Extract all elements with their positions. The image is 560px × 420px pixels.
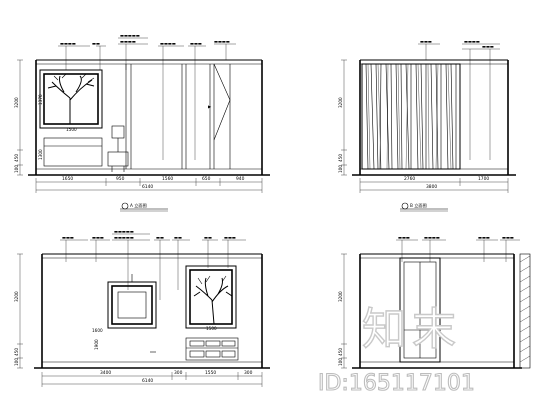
dim-width: 2760	[404, 176, 415, 182]
watermark-logo: 知末	[362, 304, 462, 355]
dim-height: 3200	[338, 291, 343, 302]
dim-width: 300	[244, 370, 253, 376]
dim-height: 450	[14, 348, 19, 356]
svg-text:▬▬▬▬: ▬▬▬▬	[214, 39, 230, 44]
dim-width: 940	[236, 176, 245, 182]
leader-labels: ▬▬▬ ▬▬▬▬ ▬▬▬	[418, 39, 500, 160]
svg-text:▬▬▬▬: ▬▬▬▬	[160, 41, 176, 46]
svg-text:▬▬▬▬: ▬▬▬▬	[60, 41, 76, 46]
svg-text:▬▬: ▬▬	[174, 235, 182, 240]
dim-height: 450	[338, 154, 343, 162]
dim-height: 450	[14, 154, 19, 162]
elevation-caption: B 立面图	[410, 202, 427, 209]
svg-text:▶: ▶	[208, 104, 212, 109]
svg-text:▬▬▬: ▬▬▬	[92, 235, 104, 240]
dim-height: 100	[338, 165, 343, 173]
watermark-id: ID:165117101	[318, 371, 475, 396]
dim-width: 300	[174, 370, 183, 376]
leader-labels: ▬▬▬ ▬▬▬▬ ▬▬▬ ▬▬▬	[396, 235, 520, 262]
svg-text:▬▬▬: ▬▬▬	[502, 235, 514, 240]
svg-text:▬▬▬▬▬: ▬▬▬▬▬	[120, 33, 140, 38]
svg-text:▬▬▬: ▬▬▬	[420, 39, 432, 44]
elevation-top-right: ▬▬▬ ▬▬▬▬ ▬▬▬ 3200 450 100 2760 170	[338, 39, 516, 212]
svg-text:▬▬▬: ▬▬▬	[224, 235, 236, 240]
tree-artwork	[47, 73, 95, 124]
dim-height: 100	[14, 358, 19, 366]
leader-labels: ▬▬▬▬ ▬▬ ▬▬▬▬▬ ▬▬▬▬ ▬▬▬▬ ▬▬▬ ▬▬▬▬	[58, 33, 236, 160]
dim-width: 1550	[205, 370, 216, 376]
elevation-caption: A 立面图	[130, 202, 147, 209]
elevation-bottom-left: ▬▬▬ ▬▬▬ ▬▬▬▬▬ ▬▬▬▬▬ ▬▬ ▬▬ ▬▬ ▬▬▬	[14, 229, 270, 387]
svg-text:▬▬▬: ▬▬▬	[478, 235, 490, 240]
dim-width: 950	[116, 176, 125, 182]
frame-dim-vertical: 1900	[94, 339, 99, 350]
svg-text:▬▬▬: ▬▬▬	[398, 235, 410, 240]
dim-total: 6140	[142, 184, 153, 190]
slat-pattern	[365, 63, 457, 170]
dim-width: 1700	[478, 176, 489, 182]
svg-text:▬▬: ▬▬	[92, 41, 100, 46]
frame-dim: 1500	[206, 326, 217, 331]
svg-text:▬▬▬▬▬: ▬▬▬▬▬	[114, 229, 134, 234]
svg-text:▬▬▬▬: ▬▬▬▬	[424, 235, 440, 240]
tree-artwork	[193, 275, 233, 325]
dim-height: 450	[338, 348, 343, 356]
svg-text:▬▬▬: ▬▬▬	[482, 44, 494, 49]
svg-text:▬▬▬: ▬▬▬	[190, 41, 202, 46]
dim-width: 1650	[62, 176, 73, 182]
dim-width: 3400	[100, 370, 111, 376]
elevation-bottom-right: ▬▬▬ ▬▬▬▬ ▬▬▬ ▬▬▬ 3200 450 100	[338, 235, 531, 369]
dim-total: 3800	[426, 184, 437, 190]
svg-text:▬▬: ▬▬	[156, 235, 164, 240]
svg-text:▬▬▬▬: ▬▬▬▬	[464, 39, 480, 44]
dim-width: 1560	[162, 176, 173, 182]
dim-height: 100	[338, 358, 343, 366]
frame-dim-vertical: 1300	[38, 149, 43, 160]
svg-text:▬▬▬▬: ▬▬▬▬	[120, 39, 136, 44]
frame-dim-vertical: 1370	[38, 94, 43, 105]
svg-text:▬▬▬▬▬: ▬▬▬▬▬	[114, 235, 134, 240]
dim-height: 3200	[14, 97, 19, 108]
leader-labels: ▬▬▬ ▬▬▬ ▬▬▬▬▬ ▬▬▬▬▬ ▬▬ ▬▬ ▬▬ ▬▬▬	[60, 229, 246, 300]
svg-text:▬▬▬: ▬▬▬	[62, 235, 74, 240]
frame-dim: 1500	[66, 127, 77, 132]
elevation-top-left: ▬▬▬▬ ▬▬ ▬▬▬▬▬ ▬▬▬▬ ▬▬▬▬ ▬▬▬ ▬▬▬▬ ▶	[14, 33, 270, 212]
dim-width: 650	[202, 176, 211, 182]
dim-height: 3200	[14, 291, 19, 302]
dim-total: 6140	[142, 378, 153, 384]
watermark: 知末 ID:165117101	[317, 303, 475, 396]
frame-dim: 1600	[92, 328, 103, 333]
dim-height: 100	[14, 165, 19, 173]
dim-height: 3200	[338, 97, 343, 108]
svg-text:▬▬: ▬▬	[204, 235, 212, 240]
